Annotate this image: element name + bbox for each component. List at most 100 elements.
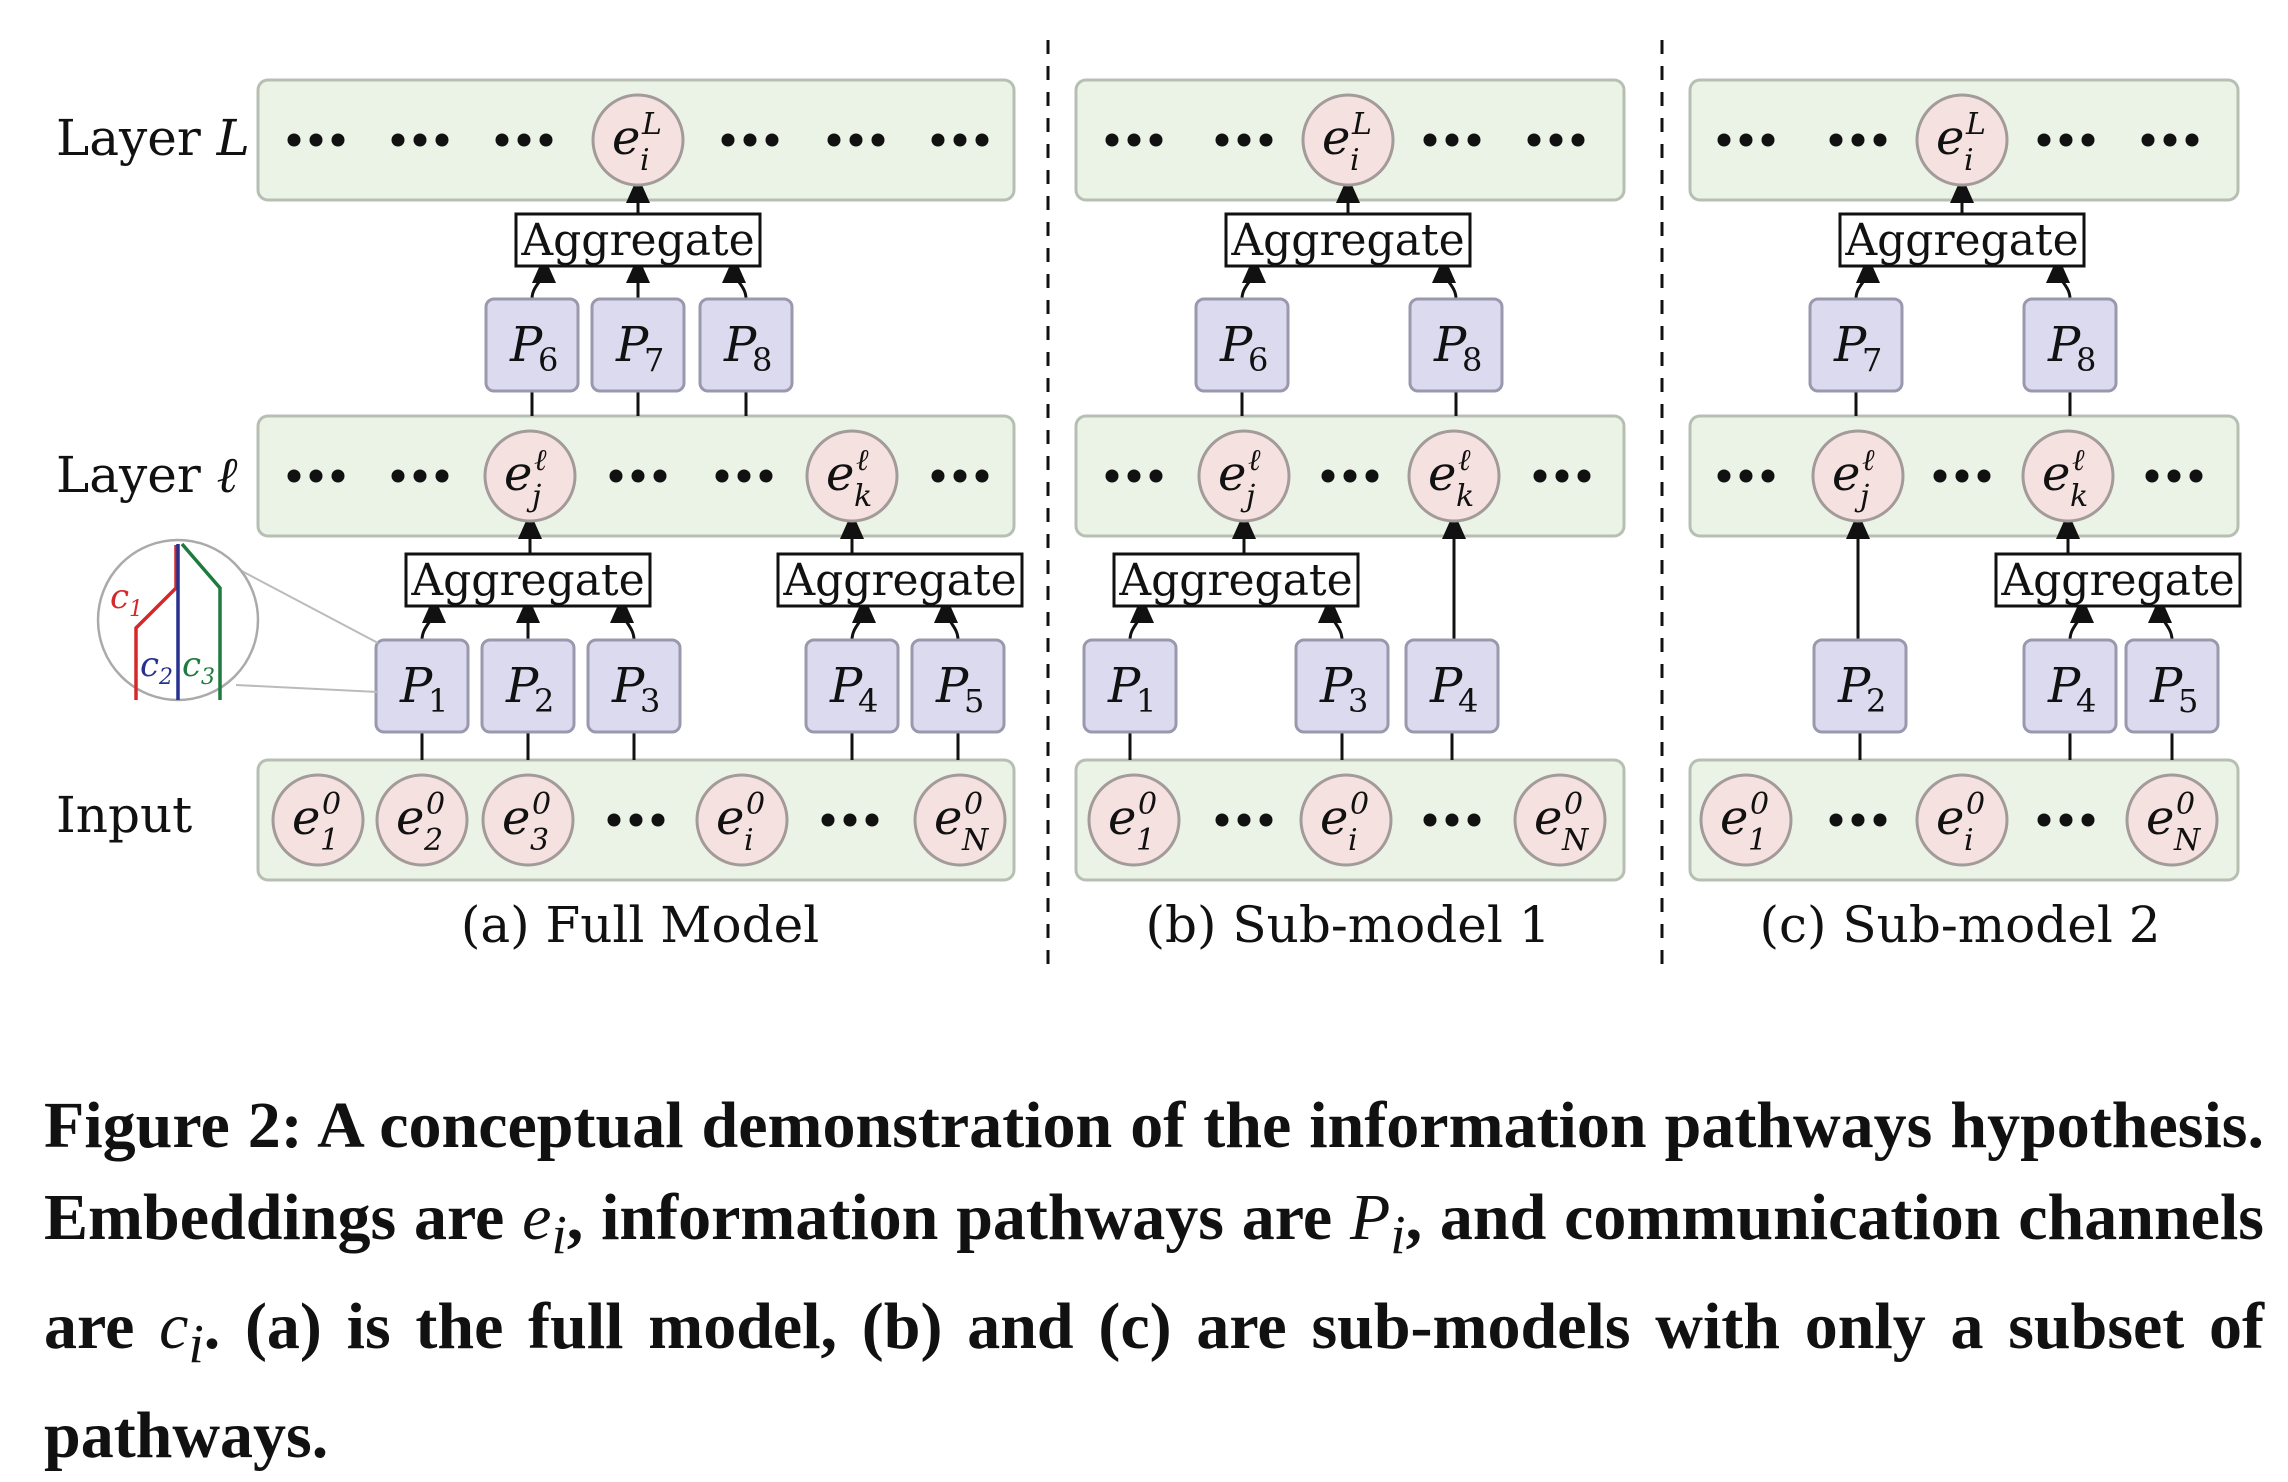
pathway-p3: P3 [586,638,682,734]
svg-text:P: P [615,317,649,373]
svg-text:i: i [640,143,650,178]
ellipsis-dots [1423,133,1481,147]
svg-text:P: P [1219,317,1253,373]
ellipsis-dots [287,133,345,147]
svg-text:2: 2 [423,823,443,858]
svg-text:e: e [1322,110,1350,166]
svg-text:6: 6 [1248,341,1268,379]
svg-text:N: N [1561,823,1590,858]
svg-text:e: e [826,446,854,502]
pathway-p7: P7 [590,297,686,393]
ellipsis-dots [2141,133,2199,147]
pathway-p5: P5 [2124,638,2220,734]
aggregate-box: Aggregate [404,552,652,608]
pathway-p4: P4 [2022,638,2118,734]
svg-text:c3: c3 [182,645,215,690]
svg-text:e: e [1108,790,1136,846]
svg-text:e: e [2042,446,2070,502]
svg-text:0: 0 [1564,787,1583,822]
caption-symbol-e: ei [522,1181,567,1266]
svg-text:P: P [2047,658,2081,714]
svg-text:0: 0 [2176,787,2195,822]
svg-text:i: i [1964,823,1974,858]
ellipsis-dots [715,469,773,483]
svg-text:ℓ: ℓ [1248,443,1261,478]
svg-text:N: N [2173,823,2202,858]
svg-text:3: 3 [530,823,549,858]
pathway-p2: P2 [1812,638,1908,734]
ellipsis-dots [1215,813,1273,827]
pathway-p8: P8 [1408,297,1504,393]
caption-symbol-c: ci [159,1290,204,1375]
svg-text:e: e [1832,446,1860,502]
ellipsis-dots [821,813,879,827]
ellipsis-dots [495,133,553,147]
svg-text:P: P [2149,658,2183,714]
ellipsis-dots [1829,133,1887,147]
svg-text:k: k [854,479,872,514]
svg-text:4: 4 [1458,682,1478,720]
svg-text:i: i [1348,823,1358,858]
ellipsis-dots [721,133,779,147]
svg-text:P: P [1833,317,1867,373]
caption-part-1: A conceptual demonstration of the inform… [44,1089,2264,1254]
svg-text:8: 8 [752,341,772,379]
pathway-p7: P7 [1808,297,1904,393]
svg-text:P: P [611,658,645,714]
svg-text:Aggregate: Aggregate [410,555,644,606]
svg-text:0: 0 [1750,787,1769,822]
svg-text:k: k [1456,479,1474,514]
svg-text:1: 1 [1136,823,1155,858]
svg-text:8: 8 [2076,341,2096,379]
svg-text:e: e [612,110,640,166]
ellipsis-dots [1105,133,1163,147]
svg-text:Aggregate: Aggregate [1230,215,1464,266]
svg-text:ℓ: ℓ [2072,443,2085,478]
caption-full-model: (a) Full Model [461,896,819,954]
svg-text:i: i [1350,143,1360,178]
aggregate-box: Aggregate [776,552,1024,608]
ellipsis-dots [1423,813,1481,827]
svg-text:0: 0 [1350,787,1369,822]
svg-text:7: 7 [644,341,664,379]
svg-text:e: e [934,790,962,846]
svg-text:e: e [1936,110,1964,166]
figure-caption: Figure 2: A conceptual demonstration of … [44,1080,2264,1482]
svg-text:P: P [399,658,433,714]
svg-text:P: P [2047,317,2081,373]
svg-text:2: 2 [534,682,554,720]
pathway-p6: P6 [484,297,580,393]
row-label-layer-l: Layer ℓ [56,446,238,504]
pathway-p6: P6 [1194,297,1290,393]
svg-text:6: 6 [538,341,558,379]
svg-text:i: i [744,823,754,858]
svg-text:1: 1 [1136,682,1156,720]
svg-text:P: P [1837,658,1871,714]
svg-text:i: i [1964,143,1974,178]
svg-text:4: 4 [858,682,878,720]
caption-part-4: . (a) is the full model, (b) and (c) are… [44,1290,2264,1473]
svg-text:P: P [509,317,543,373]
svg-text:Aggregate: Aggregate [1844,215,2078,266]
svg-text:e: e [396,790,424,846]
ellipsis-dots [391,469,449,483]
svg-text:e: e [1428,446,1456,502]
row-label-input: Input [56,786,192,844]
svg-text:ℓ: ℓ [534,443,547,478]
row-label-layer-L: Layer L [56,109,250,167]
caption-label: Figure 2: [44,1089,303,1162]
svg-text:1: 1 [428,682,448,720]
ellipsis-dots [287,469,345,483]
svg-text:e: e [2146,790,2174,846]
pathway-p4: P4 [804,638,900,734]
pathway-p4: P4 [1404,638,1500,734]
